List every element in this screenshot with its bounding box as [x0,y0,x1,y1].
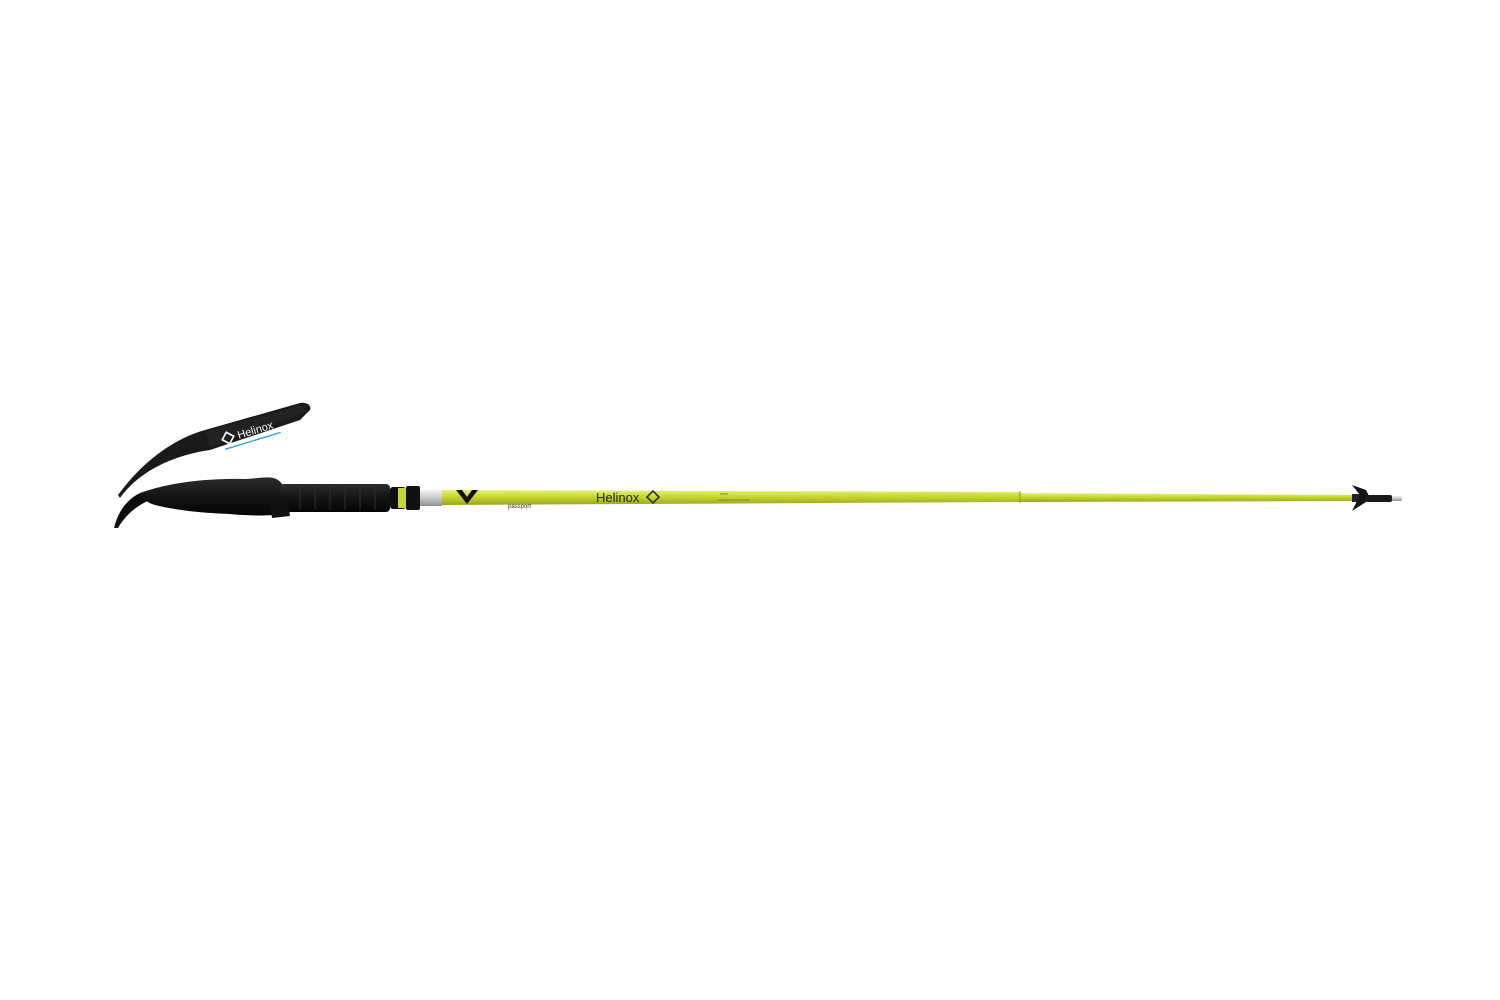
diamond-logo-icon [221,431,235,445]
pole-collar [390,486,442,510]
diamond-logo-icon [645,489,661,505]
shaft-model-text: passport [508,504,531,510]
pole-tip [1352,485,1402,511]
pole-grip [114,477,390,528]
shaft-brand-text: Helinox [596,490,640,505]
chevron-v-icon [456,490,478,504]
pole-shaft: passport Helinox [442,489,1355,510]
